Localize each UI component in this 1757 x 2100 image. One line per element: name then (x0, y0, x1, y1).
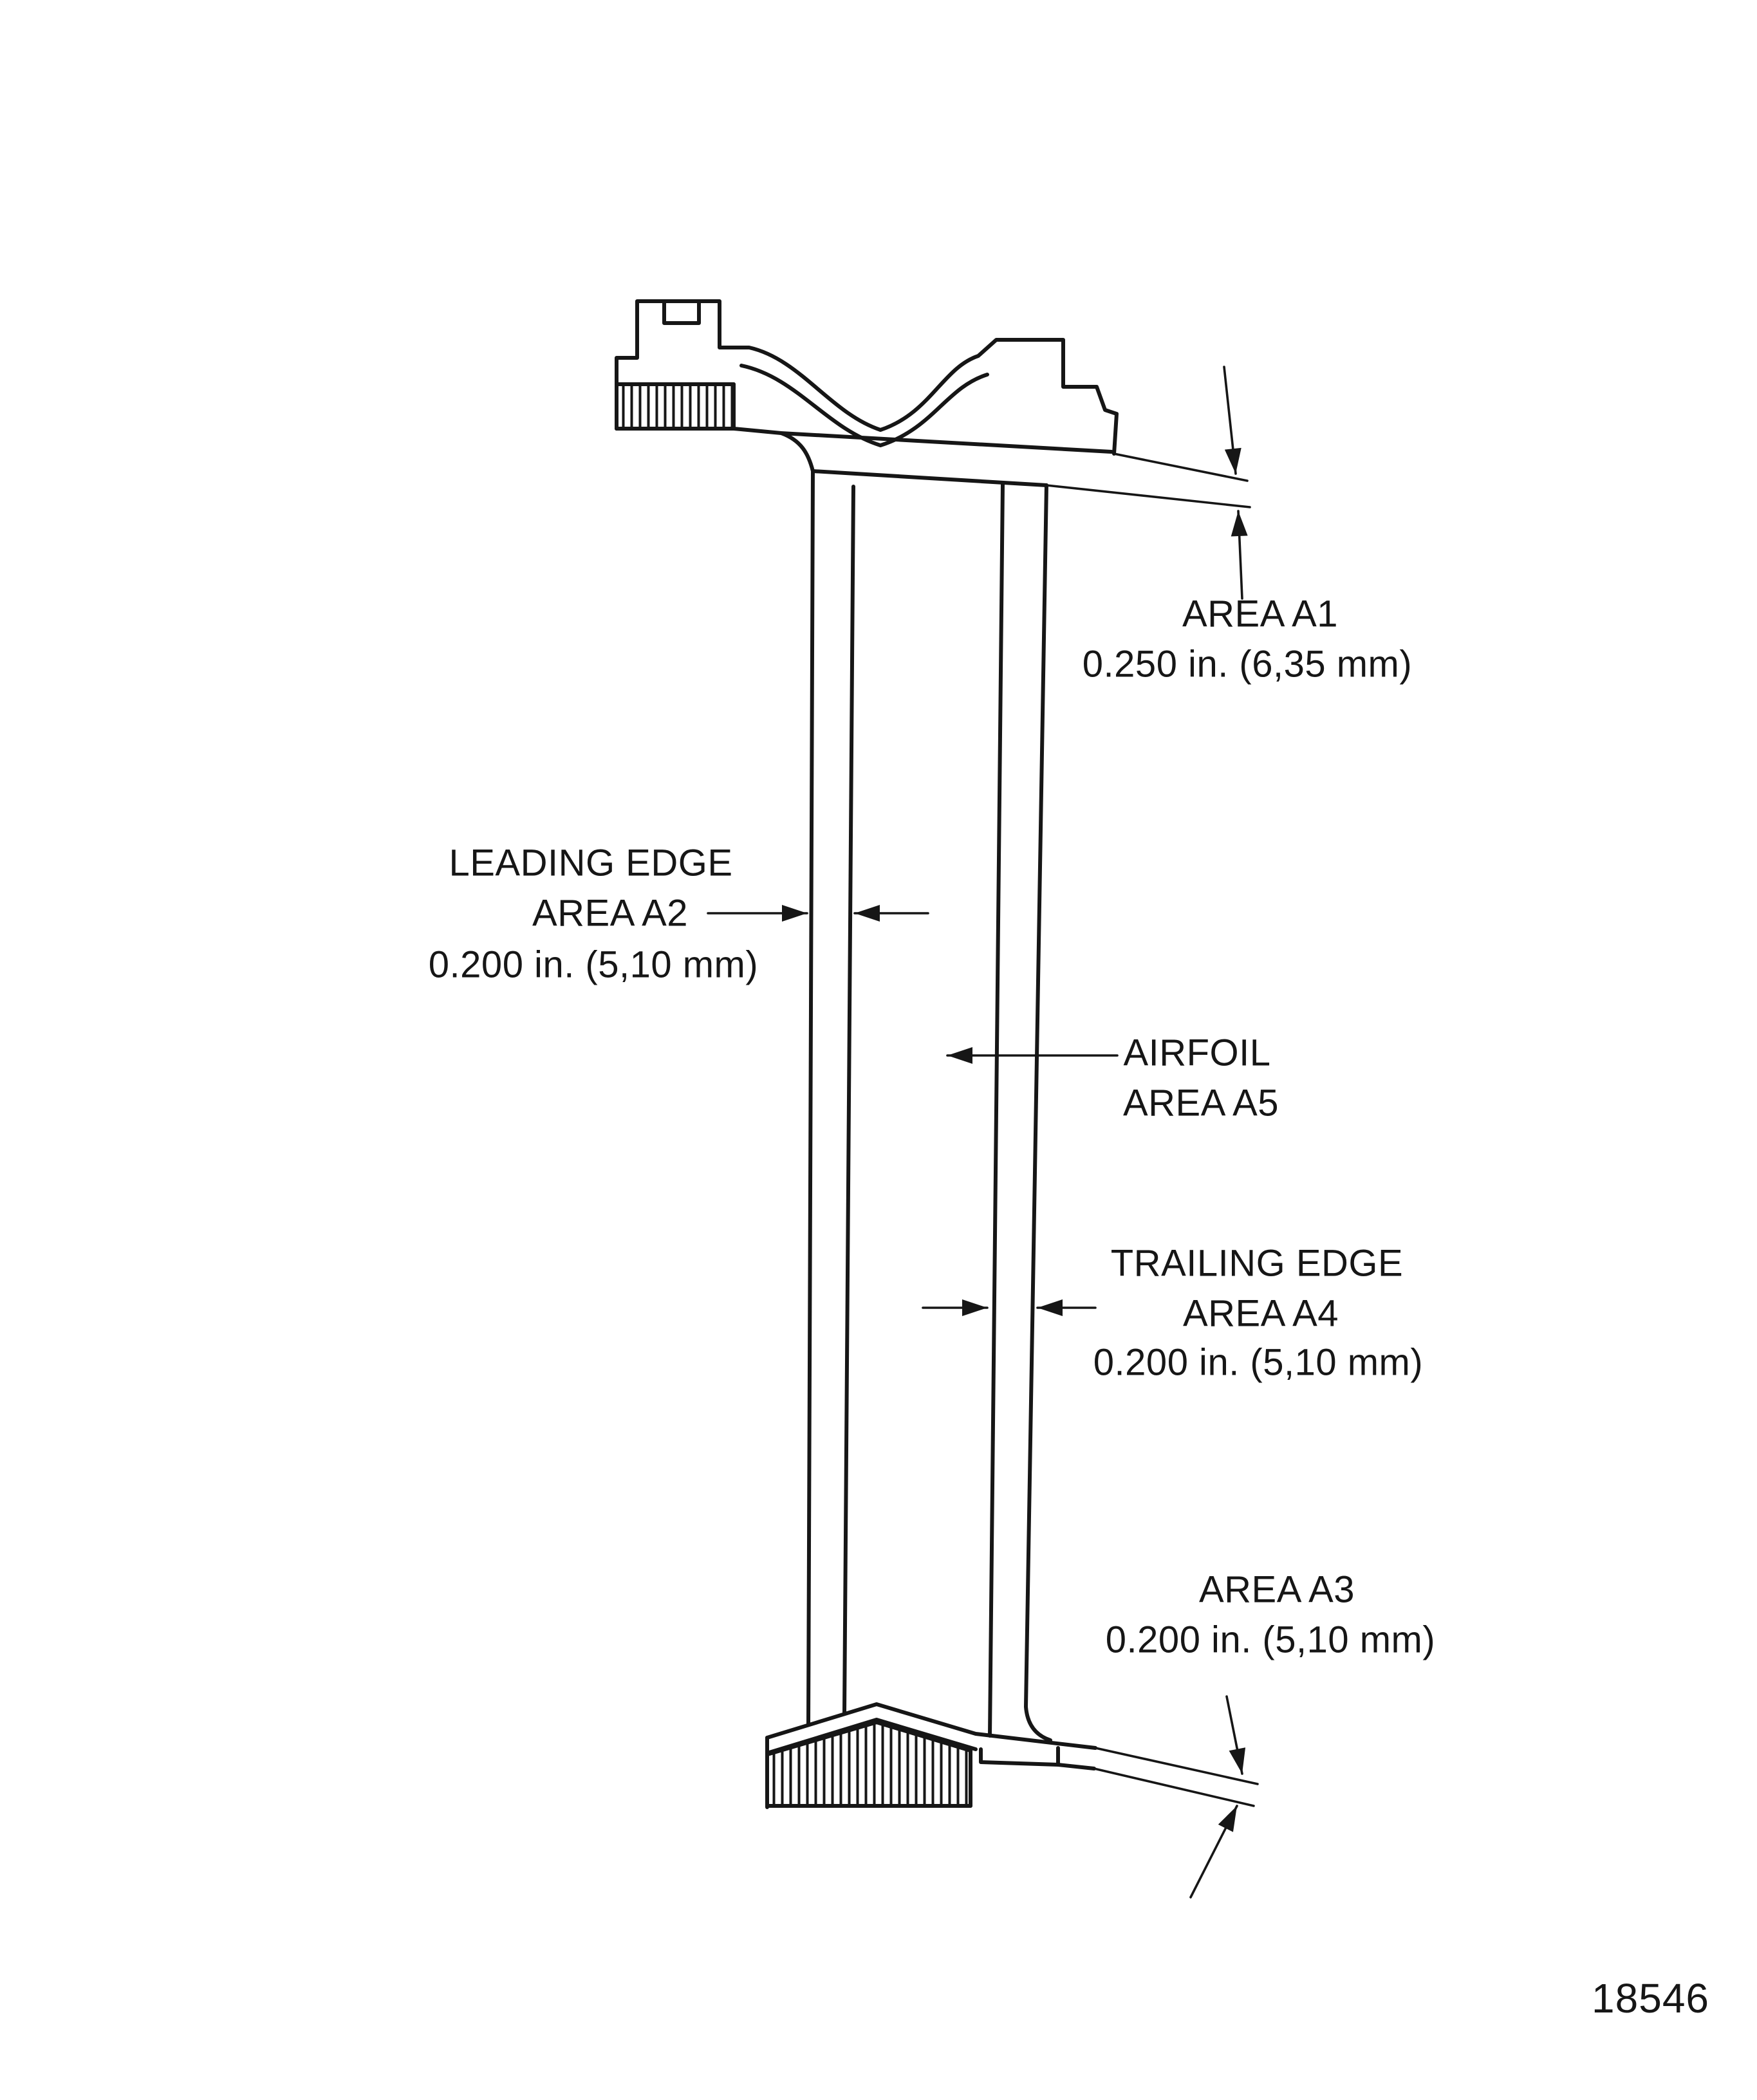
base-seal-hatch (765, 1720, 972, 1808)
label-area-a4-value: 0.200 in. (5,10 mm) (1093, 1341, 1424, 1384)
leading-edge-inner-line (842, 485, 855, 1715)
label-area-a3-value: 0.200 in. (5,10 mm) (1105, 1619, 1436, 1661)
root-seal-hatch (615, 382, 736, 431)
label-trailing-edge-title: TRAILING EDGE (1110, 1242, 1404, 1285)
label-area-a2-title: AREA A2 (532, 892, 689, 934)
leading-edge-outer-line (806, 469, 815, 1725)
blade-part-outline (615, 299, 1119, 1809)
dimension-a3 (1093, 1695, 1259, 1899)
label-area-a4-title: AREA A4 (1182, 1292, 1339, 1335)
airfoil-body (806, 469, 1052, 1742)
blade-root (615, 299, 1119, 473)
label-area-a1-title: AREA A1 (1182, 593, 1339, 635)
blade-base (765, 1702, 1097, 1809)
label-area-a1-value: 0.250 in. (6,35 mm) (1082, 643, 1413, 685)
label-area-a2-value: 0.200 in. (5,10 mm) (428, 943, 759, 986)
label-leading-edge-title: LEADING EDGE (449, 842, 733, 884)
label-airfoil-title: AIRFOIL (1123, 1032, 1271, 1074)
trailing-edge-inner-line (988, 482, 1005, 1738)
airfoil-top-line (811, 469, 1048, 487)
trailing-edge-outer-line (1024, 483, 1052, 1742)
figure-number: 18546 (1592, 1975, 1709, 2021)
dimension-lines (707, 366, 1259, 1899)
dimension-a1 (1045, 366, 1251, 600)
label-area-a5-title: AREA A5 (1122, 1082, 1279, 1124)
label-area-a3-title: AREA A3 (1198, 1568, 1355, 1611)
